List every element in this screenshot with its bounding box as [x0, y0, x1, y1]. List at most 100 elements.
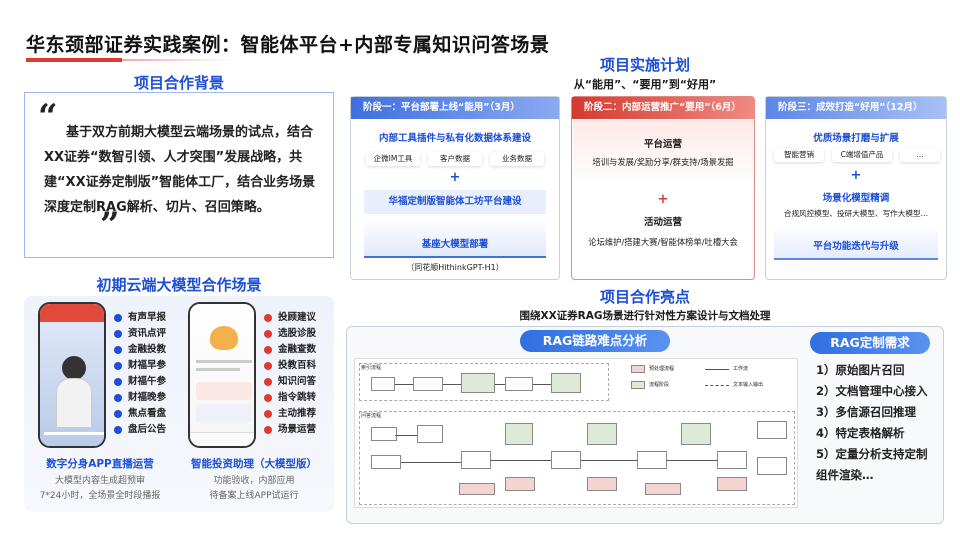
- stage-3-item2: 场景化模型精调: [822, 193, 890, 204]
- stage-1-base: [364, 218, 546, 258]
- background-paragraph: 基于双方前期大模型云端场景的试点，结合XX证券“数智引领、人才突围”发展战略，共…: [44, 125, 316, 215]
- stage-1-tag: 业务数据: [490, 152, 544, 166]
- list-item: 焦点看盘: [114, 406, 166, 422]
- chat-bubble: [196, 382, 252, 400]
- plan-heading: 项目实施计划: [599, 56, 690, 74]
- flow-node: [505, 477, 535, 491]
- flow-node: [757, 421, 787, 439]
- highlights-subtitle: 围绕XX证券RAG场景进行针对性方案设计与文档处理: [519, 310, 771, 322]
- right-scene-list: 投顾建议 选股诊股 金融查数 投教百科 知识问答 指令跳转 主动推荐 场景运营: [264, 310, 316, 438]
- plan-subtitle: 从“能用”、“要用”到“好用”: [573, 78, 717, 91]
- flow-node: [461, 373, 495, 393]
- right-sub1: 功能验收，内部应用: [213, 476, 295, 486]
- requirement-item: 4）特定表格解析: [816, 426, 905, 440]
- stage-3-tag: ...: [900, 148, 940, 162]
- stage-3-baseline: [774, 258, 938, 260]
- legend-arrow: [705, 385, 729, 386]
- stage-3-base: [774, 224, 938, 260]
- flow-node: [371, 427, 397, 441]
- qa-flow-label: 问答流程: [361, 413, 382, 419]
- list-item: 财福午参: [114, 374, 166, 390]
- legend-arrow: [705, 369, 729, 370]
- stage-3-header: 阶段三：成效打造“好用”（12月）: [766, 97, 946, 119]
- list-item: 资讯点评: [114, 326, 166, 342]
- flow-arrow: [443, 384, 461, 385]
- requirement-item: 2）文档管理中心接入: [816, 384, 928, 398]
- requirements-pill: RAG定制需求: [810, 332, 930, 354]
- legend-label: 工作流: [733, 366, 749, 372]
- background-heading: 项目合作背景: [133, 74, 224, 92]
- requirement-item: 5）定量分析支持定制: [816, 447, 928, 461]
- list-item: 投顾建议: [264, 310, 316, 326]
- flow-arrow: [581, 460, 637, 461]
- check-icon: [264, 314, 272, 322]
- left-caption: 数字分身APP直播运营: [46, 458, 154, 470]
- title-underline-fade: [122, 59, 232, 61]
- stage-1-baseline: [364, 256, 546, 258]
- anchor-avatar-icon: [62, 356, 86, 380]
- phone-right: [188, 302, 256, 448]
- chat-bubble: [196, 404, 252, 422]
- stage-1-item2: 华福定制版智能体工坊平台建设: [364, 190, 546, 214]
- requirement-item: 1）原始图片召回: [816, 363, 905, 377]
- background-text: 基于双方前期大模型云端场景的试点，结合XX证券“数智引领、人才突围”发展战略，共…: [44, 120, 326, 220]
- legend-swatch: [631, 381, 645, 389]
- index-flow-frame: [359, 363, 609, 401]
- flow-arrow: [401, 462, 461, 463]
- list-item: 金融查数: [264, 342, 316, 358]
- phone-right-input: [190, 432, 254, 446]
- title-underline: [26, 58, 122, 62]
- flow-arrow: [533, 384, 551, 385]
- check-icon: [264, 330, 272, 338]
- flow-node: [717, 451, 747, 469]
- left-sub1: 大模型内容生成超预审: [54, 476, 145, 486]
- check-icon: [264, 394, 272, 402]
- legend-swatch: [631, 365, 645, 373]
- anchor-body-icon: [56, 378, 92, 428]
- check-icon: [264, 346, 272, 354]
- stage-3-item4: 平台功能迭代与升级: [813, 241, 899, 252]
- flow-node: [551, 373, 581, 393]
- plus-icon: +: [449, 170, 461, 185]
- phone-left: [38, 302, 106, 448]
- check-icon: [264, 378, 272, 386]
- bullet-icon: [114, 426, 122, 434]
- stage-2-item3: 活动运营: [643, 217, 682, 228]
- chat-line: [196, 368, 240, 371]
- flow-node: [505, 377, 533, 391]
- check-icon: [264, 426, 272, 434]
- flow-arrow: [395, 435, 417, 436]
- stage-1-header: 阶段一：平台部署上线“能用”（3月）: [351, 97, 559, 119]
- list-item: 金融投教: [114, 342, 166, 358]
- stage-1-item3: 基座大模型部署: [421, 239, 489, 250]
- requirements-list: 1）原始图片召回 2）文档管理中心接入 3）多信源召回推理 4）特定表格解析 5…: [816, 360, 928, 486]
- flow-node: [681, 423, 711, 445]
- stage-2-item2: 培训与发展/奖励分享/群支持/场景发掘: [592, 157, 734, 167]
- flow-node: [645, 483, 681, 495]
- list-item: 主动推荐: [264, 406, 316, 422]
- phone-left-screen: [40, 322, 104, 446]
- legend-label: 流程阶段: [649, 382, 670, 388]
- requirement-item: 3）多信源召回推理: [816, 405, 917, 419]
- list-item: 选股诊股: [264, 326, 316, 342]
- rag-flowchart: 索引流程 问答流程 预处理流程 流程阶段 工作流 文本输入输出: [354, 358, 798, 508]
- assistant-mascot-icon: [210, 326, 238, 350]
- plus-icon: +: [850, 168, 862, 183]
- page-title: 华东颈部证券实践案例：智能体平台+内部专属知识问答场景: [26, 34, 550, 56]
- flow-arrow: [667, 460, 717, 461]
- right-caption: 智能投资助理（大模型版）: [191, 458, 317, 470]
- legend-label: 预处理流程: [649, 366, 675, 372]
- flow-node: [371, 455, 401, 469]
- right-sub2: 待备案上线APP试运行: [209, 491, 299, 501]
- legend-label: 文本输入输出: [733, 382, 764, 388]
- flow-node: [417, 425, 443, 443]
- stage-3-tag: C端增值产品: [832, 148, 892, 162]
- requirement-item: 组件渲染…: [816, 468, 874, 482]
- bullet-icon: [114, 314, 122, 322]
- chat-line: [196, 360, 252, 363]
- plus-icon: +: [657, 192, 669, 207]
- list-item: 财福早参: [114, 358, 166, 374]
- stage-2-bg: [573, 120, 753, 186]
- phone-right-screen: [190, 304, 254, 432]
- left-scene-list: 有声早报 资讯点评 金融投教 财福早参 财福午参 财福晚参 焦点看盘 盘后公告: [114, 310, 166, 438]
